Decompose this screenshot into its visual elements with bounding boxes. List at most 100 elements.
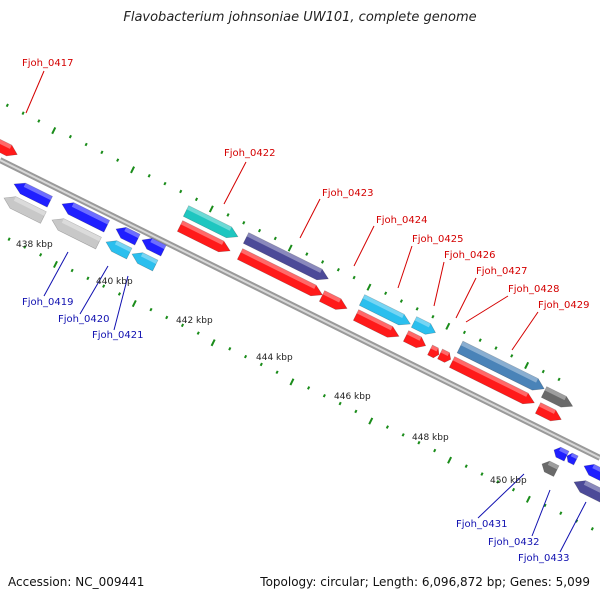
gene-feature-fjoh-0422[interactable]	[182, 205, 239, 239]
minor-tick	[100, 150, 104, 155]
gene-feature-fjoh-0433-b[interactable]	[573, 480, 600, 503]
gene-label-fjoh-0425[interactable]: Fjoh_0425	[412, 234, 463, 245]
label-leader-line	[299, 198, 321, 239]
scale-label: 440 kbp	[96, 277, 133, 287]
accession-value: NC_009441	[75, 575, 145, 589]
gene-labels: Fjoh_0417 Fjoh_0422 Fjoh_0423 Fjoh_0424 …	[22, 58, 589, 564]
topology-label: Topology:	[260, 575, 317, 589]
scale-label: 448 kbp	[412, 433, 449, 443]
minor-tick	[163, 181, 167, 186]
minor-tick	[39, 253, 43, 257]
minor-tick	[431, 314, 435, 319]
accession-label: Accession:	[8, 575, 72, 589]
minor-tick	[415, 307, 419, 311]
gene-feature-fjoh-0419[interactable]	[61, 202, 111, 233]
gene-feature-fjoh-0432[interactable]	[553, 446, 570, 462]
gene-label-fjoh-0421[interactable]: Fjoh_0421	[92, 330, 143, 341]
gene-feature-fjoh-0418-b[interactable]	[3, 196, 47, 224]
gene-label-fjoh-0422[interactable]: Fjoh_0422	[224, 148, 275, 159]
gene-label-fjoh-0428[interactable]: Fjoh_0428	[508, 284, 559, 295]
scale-label: 438 kbp	[16, 240, 53, 250]
gene-label-fjoh-0426[interactable]: Fjoh_0426	[444, 250, 495, 261]
gene-label-fjoh-0419[interactable]: Fjoh_0419	[22, 297, 73, 308]
gene-feature-fjoh-0421-b[interactable]	[131, 252, 159, 272]
minor-tick	[305, 252, 309, 256]
scale-labels: 438 kbp 440 kbp 442 kbp 444 kbp 446 kbp …	[16, 240, 527, 486]
gene-feature-fjoh-0428[interactable]	[448, 356, 535, 405]
minor-tick	[259, 362, 263, 367]
gene-label-fjoh-0427[interactable]: Fjoh_0427	[476, 266, 527, 277]
minor-tick	[510, 354, 514, 358]
topology-value: circular	[320, 575, 365, 589]
gene-label-fjoh-0433[interactable]: Fjoh_0433	[518, 553, 569, 564]
scale-label: 442 kbp	[176, 316, 213, 326]
minor-tick	[68, 134, 72, 139]
major-tick	[53, 260, 58, 269]
gene-feature-fjoh-0423-b[interactable]	[318, 290, 348, 310]
genome-summary: Topology: circular; Length: 6,096,872 bp…	[260, 575, 590, 589]
gene-feature-fjoh-0430-cds[interactable]	[534, 402, 562, 422]
gene-feature-fjoh-0424-cds[interactable]	[352, 309, 400, 338]
minor-tick	[511, 487, 516, 492]
major-tick	[525, 495, 531, 503]
label-leader-line	[531, 489, 551, 537]
minor-tick	[559, 511, 563, 515]
label-leader-line	[79, 265, 109, 315]
minor-tick	[273, 236, 277, 241]
minor-tick	[102, 284, 106, 288]
minor-tick	[86, 276, 90, 281]
label-leader-line	[465, 295, 509, 323]
gene-label-fjoh-0424[interactable]: Fjoh_0424	[376, 215, 427, 226]
gene-feature-fjoh-0423-cds[interactable]	[236, 248, 323, 297]
gene-feature-fjoh-0418[interactable]	[13, 182, 53, 208]
accession-info: Accession: NC_009441	[8, 575, 144, 589]
gene-feature-fjoh-0429[interactable]	[456, 340, 545, 391]
gene-feature-fjoh-0417[interactable]	[0, 138, 18, 157]
minor-tick	[149, 307, 153, 312]
gene-label-fjoh-0429[interactable]: Fjoh_0429	[538, 300, 589, 311]
gene-feature-fjoh-0420[interactable]	[115, 227, 141, 246]
minor-tick	[23, 245, 27, 249]
gene-feature-fjoh-0427[interactable]	[437, 348, 452, 363]
label-leader-line	[223, 161, 247, 205]
minor-tick	[21, 111, 25, 115]
minor-tick	[385, 425, 389, 429]
minor-tick	[84, 142, 88, 147]
scale-label: 444 kbp	[256, 353, 293, 363]
minor-tick	[179, 189, 183, 194]
gene-label-fjoh-0417[interactable]: Fjoh_0417	[22, 58, 73, 69]
minor-tick	[147, 174, 151, 178]
gene-label-fjoh-0432[interactable]: Fjoh_0432	[488, 537, 539, 548]
gene-feature-fjoh-0432-b[interactable]	[566, 452, 579, 466]
gene-label-fjoh-0431[interactable]: Fjoh_0431	[456, 519, 507, 530]
gene-feature-fjoh-0426[interactable]	[427, 344, 440, 359]
minor-tick	[494, 346, 498, 350]
gene-feature-fjoh-0424[interactable]	[358, 294, 411, 326]
minor-tick	[275, 370, 279, 375]
gene-feature-fjoh-0425-cds[interactable]	[402, 330, 427, 349]
gene-feature-fjoh-0431[interactable]	[541, 460, 560, 477]
major-tick	[287, 244, 293, 252]
gene-feature-fjoh-0421[interactable]	[141, 238, 167, 257]
major-tick	[445, 322, 451, 330]
gene-feature-fjoh-0430[interactable]	[540, 386, 574, 408]
minor-tick	[194, 197, 199, 202]
gene-feature-fjoh-0420-b[interactable]	[105, 240, 133, 260]
minor-tick	[228, 346, 232, 351]
gene-label-fjoh-0420[interactable]: Fjoh_0420	[58, 314, 109, 325]
label-leader-line	[559, 501, 587, 553]
minor-tick	[307, 386, 311, 390]
gene-feature-fjoh-0425[interactable]	[410, 316, 436, 335]
gene-features	[0, 138, 600, 503]
minor-tick	[543, 503, 547, 508]
major-tick	[51, 127, 57, 135]
minor-tick	[541, 369, 545, 374]
label-leader-line	[25, 70, 45, 114]
gene-feature-fjoh-0419-b[interactable]	[51, 218, 102, 250]
gene-feature-fjoh-0423[interactable]	[242, 232, 329, 281]
scale-ticks	[5, 103, 594, 531]
gene-feature-fjoh-0433[interactable]	[583, 464, 600, 482]
minor-tick	[165, 315, 169, 320]
gene-label-fjoh-0423[interactable]: Fjoh_0423	[322, 188, 373, 199]
gene-feature-fjoh-0422-cds[interactable]	[176, 220, 231, 253]
